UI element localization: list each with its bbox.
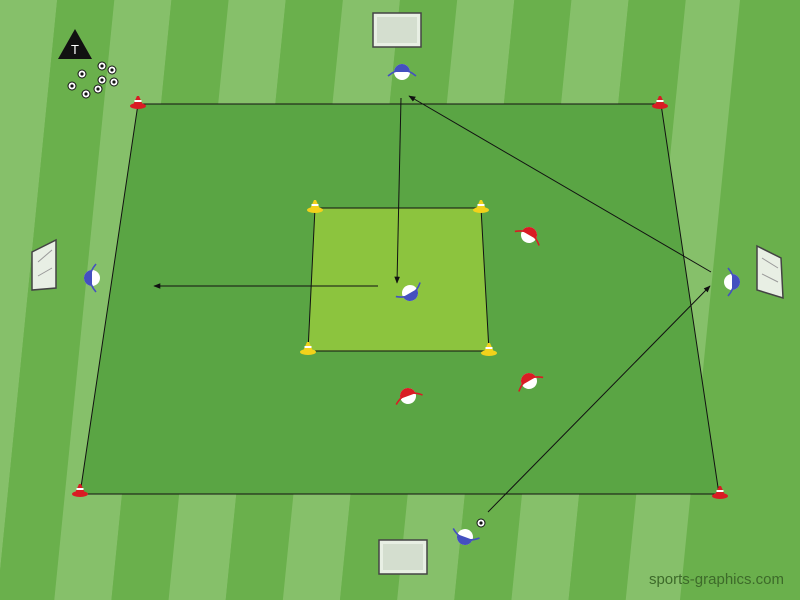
ball <box>93 84 103 94</box>
ball <box>107 65 117 75</box>
ball-with-player <box>476 518 486 528</box>
player-blue <box>724 267 740 297</box>
watermark: sports-graphics.com <box>648 571 784 588</box>
player-blue <box>395 282 421 301</box>
arrow-bottom-to-right <box>487 285 711 513</box>
cone-red <box>130 96 146 109</box>
cone-red <box>712 486 728 499</box>
goal-right <box>756 244 784 300</box>
player-blue <box>387 64 417 80</box>
cone-yellow <box>473 200 489 213</box>
ball <box>109 77 119 87</box>
goal-top <box>372 12 422 48</box>
cone-yellow <box>300 342 316 355</box>
player-blue <box>84 263 100 293</box>
ball <box>81 89 91 99</box>
arrow-right-to-top <box>408 95 712 273</box>
player-blue <box>452 528 480 545</box>
grass-stripe <box>0 0 115 600</box>
ball <box>97 75 107 85</box>
ball <box>77 69 87 79</box>
goal-left <box>31 238 57 291</box>
player-red <box>395 388 423 405</box>
goal-bottom <box>378 539 428 575</box>
player-red <box>514 227 540 246</box>
cone-red <box>652 96 668 109</box>
cone-yellow <box>307 200 323 213</box>
cone-red <box>72 484 88 497</box>
ball <box>97 61 107 71</box>
cone-yellow <box>481 343 497 356</box>
player-red <box>518 373 544 392</box>
coach-marker: T <box>58 29 92 59</box>
arrow-top-to-center <box>394 97 402 284</box>
ball <box>67 81 77 91</box>
coach-label: T <box>71 42 79 57</box>
